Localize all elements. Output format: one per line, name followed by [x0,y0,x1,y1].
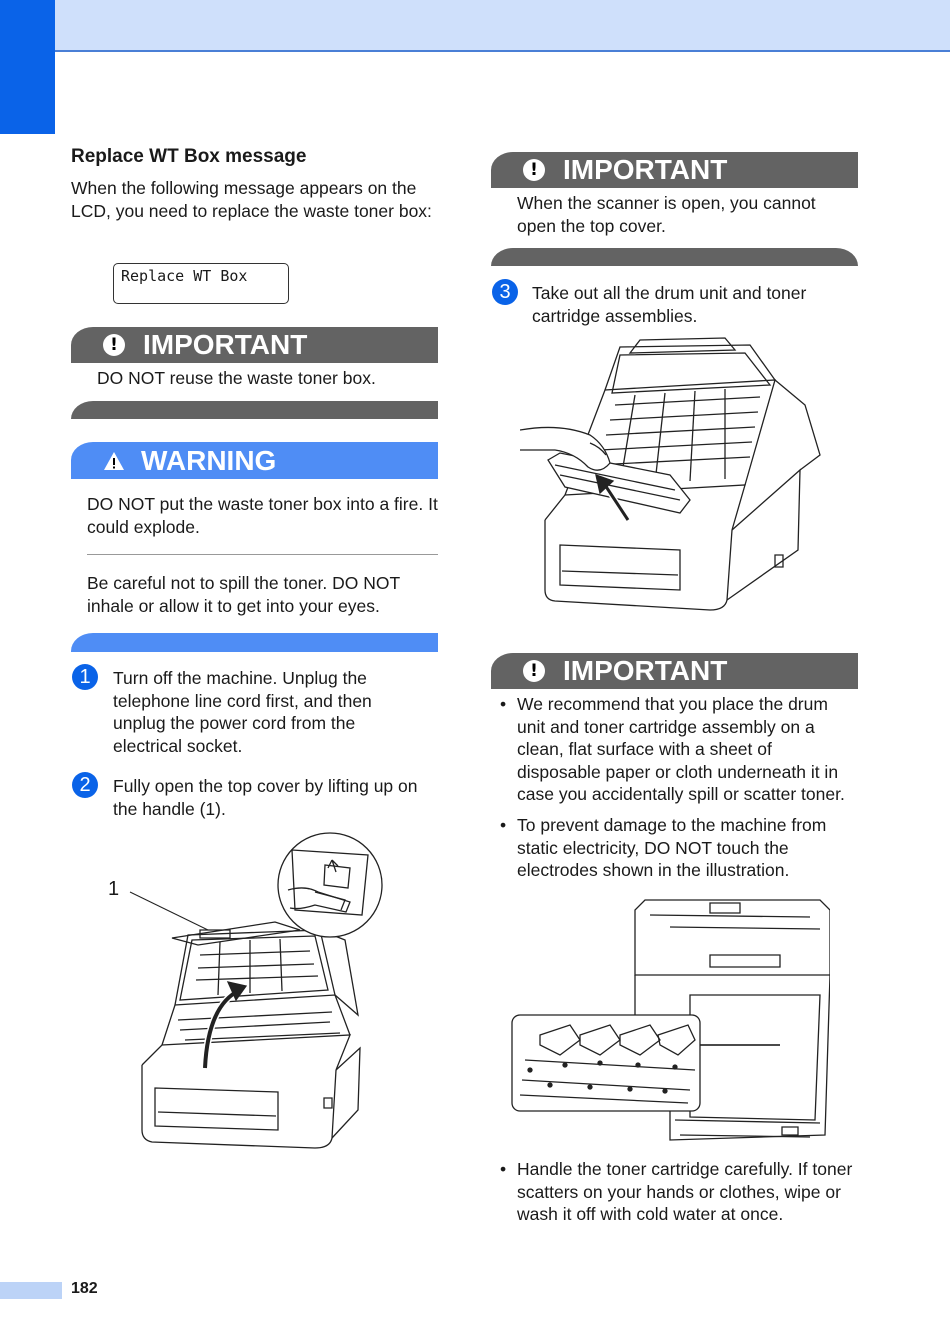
important-banner-1: ! IMPORTANT [71,327,438,363]
important-text-1: DO NOT reuse the waste toner box. [97,368,376,388]
important-footer-2 [491,248,858,266]
important-title-2: IMPORTANT [563,154,728,185]
important-title-1: IMPORTANT [143,329,308,360]
warning-divider [87,554,438,555]
intro-wrap: When the following message appears on th… [71,177,441,222]
important-text-2-wrap: When the scanner is open, you cannot ope… [517,192,852,237]
warning-banner: WARNING [71,442,438,479]
step-1-text: Turn off the machine. Unplug the telepho… [113,668,372,756]
exclamation-icon: ! [103,334,125,356]
section-heading-wrap: Replace WT Box message [71,146,441,168]
drum-removal-illustration [520,335,830,635]
step-3-text: Take out all the drum unit and toner car… [532,283,807,326]
warning-footer [71,633,438,652]
important-bullet-3-text: Handle the toner cartridge carefully. If… [517,1159,853,1224]
bullet-dot: • [500,815,507,835]
important-bullet-2-text: To prevent damage to the machine from st… [517,815,827,880]
callout-label-1: 1 [108,878,120,900]
important-bullet-3: • Handle the toner cartridge carefully. … [500,1158,862,1226]
warning-text-2: Be careful not to spill the toner. DO NO… [87,573,400,616]
warning-triangle-icon [104,451,124,470]
warning-text-1-wrap: DO NOT put the waste toner box into a fi… [87,493,439,538]
warning-text-1: DO NOT put the waste toner box into a fi… [87,494,438,537]
section-heading: Replace WT Box message [71,146,307,167]
warning-text-2-wrap: Be careful not to spill the toner. DO NO… [87,572,439,617]
intro-text: When the following message appears on th… [71,178,432,221]
page-number-bar [0,1282,62,1299]
important-text-2: When the scanner is open, you cannot ope… [517,193,816,236]
important-title-3: IMPORTANT [563,655,728,686]
step-2-badge: 2 [72,772,98,798]
step-1-badge: 1 [72,664,98,690]
important-bullet-2: • To prevent damage to the machine from … [500,814,859,882]
step-2-text: Fully open the top cover by lifting up o… [113,776,418,819]
bullet-dot: • [500,694,507,714]
page-number: 182 [71,1280,98,1297]
important-footer-1 [71,401,438,419]
step-3-badge: 3 [492,279,518,305]
header-band [0,0,950,52]
lcd-message-box: Replace WT Box [113,263,289,304]
bullet-dot: • [500,1159,507,1179]
important-banner-3: ! IMPORTANT [491,653,858,689]
electrodes-illustration [510,895,830,1150]
exclamation-icon: ! [523,159,545,181]
chapter-tab [0,0,55,134]
warning-title: WARNING [141,444,277,476]
printer-open-cover-illustration [100,830,420,1160]
important-bullet-1-text: We recommend that you place the drum uni… [517,694,845,804]
important-text-1-wrap: DO NOT reuse the waste toner box. [97,367,437,390]
exclamation-icon: ! [523,660,545,682]
important-banner-2: ! IMPORTANT [491,152,858,188]
important-bullet-1: • We recommend that you place the drum u… [500,693,859,806]
